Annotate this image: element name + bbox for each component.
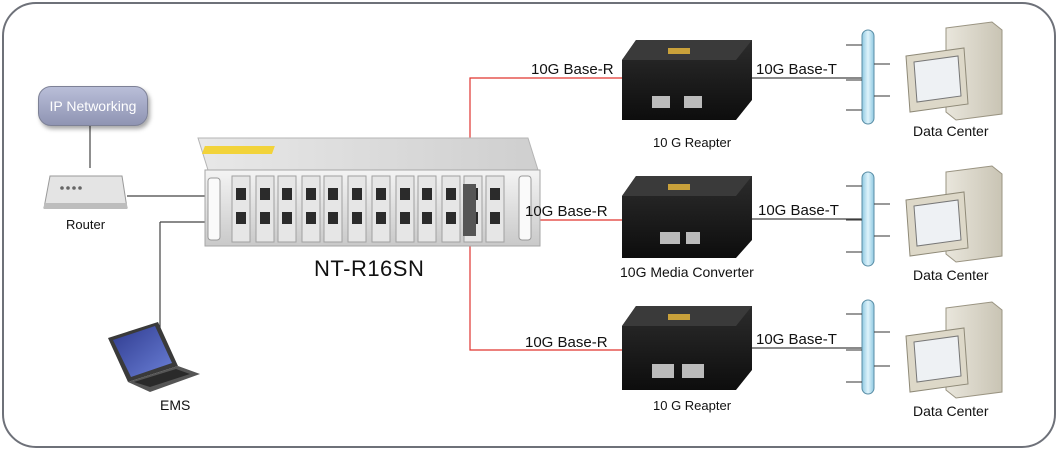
chassis-port: [352, 212, 362, 224]
chassis-port: [376, 212, 386, 224]
chassis-port: [422, 188, 432, 200]
converter-mid-label: 10G Media Converter: [620, 264, 754, 280]
bus-bot-icon: [846, 299, 890, 395]
link-label-bot-r: 10G Base-R: [525, 334, 608, 351]
link-label-bot-t: 10G Base-T: [756, 331, 837, 348]
chassis-port: [400, 212, 410, 224]
link-label-top-r: 10G Base-R: [531, 61, 614, 78]
bus-mid-icon: [846, 171, 890, 267]
chassis-port: [260, 188, 270, 200]
chassis-port: [446, 188, 456, 200]
converter-top-icon: [622, 40, 752, 120]
chassis-slot-card: [301, 175, 321, 243]
chassis-port: [306, 212, 316, 224]
chassis-port: [422, 212, 432, 224]
chassis-port: [328, 188, 338, 200]
chassis-port: [352, 188, 362, 200]
chassis-port: [490, 188, 500, 200]
chassis-port: [260, 212, 270, 224]
chassis-port: [328, 212, 338, 224]
chassis-slot-card: [371, 175, 391, 243]
chassis-port: [282, 212, 292, 224]
computer-bot-icon: [905, 301, 1003, 399]
fiber-link-bot: [469, 236, 622, 351]
chassis-port: [490, 212, 500, 224]
datacenter-top-label: Data Center: [913, 123, 989, 139]
chassis-label: NT-R16SN: [314, 256, 425, 281]
bus-top-icon: [846, 29, 890, 125]
chassis-port: [446, 212, 456, 224]
datacenter-mid-label: Data Center: [913, 267, 989, 283]
computer-mid-icon: [905, 165, 1003, 263]
chassis-slot-card: [255, 175, 275, 243]
chassis-port: [236, 212, 246, 224]
chassis-slot-card: [395, 175, 415, 243]
chassis-port: [376, 188, 386, 200]
chassis-slot-card: [347, 175, 367, 243]
link-label-mid-r: 10G Base-R: [525, 203, 608, 220]
datacenter-bot-label: Data Center: [913, 403, 989, 419]
chassis-slot-card: [323, 175, 343, 243]
converter-bot-label: 10 G Reapter: [653, 398, 732, 413]
converter-mid-icon: [622, 176, 752, 258]
link-label-top-t: 10G Base-T: [756, 61, 837, 78]
chassis-slot-card: [417, 175, 437, 243]
chassis-port: [236, 188, 246, 200]
chassis-icon: [197, 137, 541, 247]
converter-bot-icon: [622, 306, 752, 390]
computer-top-icon: [905, 21, 1003, 121]
ip-networking-cloud: IP Networking: [38, 86, 148, 126]
link-label-mid-t: 10G Base-T: [758, 202, 839, 219]
ip-networking-label: IP Networking: [49, 98, 137, 114]
chassis-slot-card: [441, 175, 461, 243]
chassis-port: [282, 188, 292, 200]
laptop-icon: [108, 322, 200, 392]
chassis-slot-card: [485, 175, 505, 243]
ems-label: EMS: [160, 397, 191, 413]
chassis-slot-card: [231, 175, 251, 243]
converter-top-label: 10 G Reapter: [653, 135, 732, 150]
chassis-port: [306, 188, 316, 200]
router-label: Router: [66, 217, 106, 232]
chassis-slot-card: [277, 175, 297, 243]
chassis-port: [400, 188, 410, 200]
router-icon: [43, 175, 128, 209]
